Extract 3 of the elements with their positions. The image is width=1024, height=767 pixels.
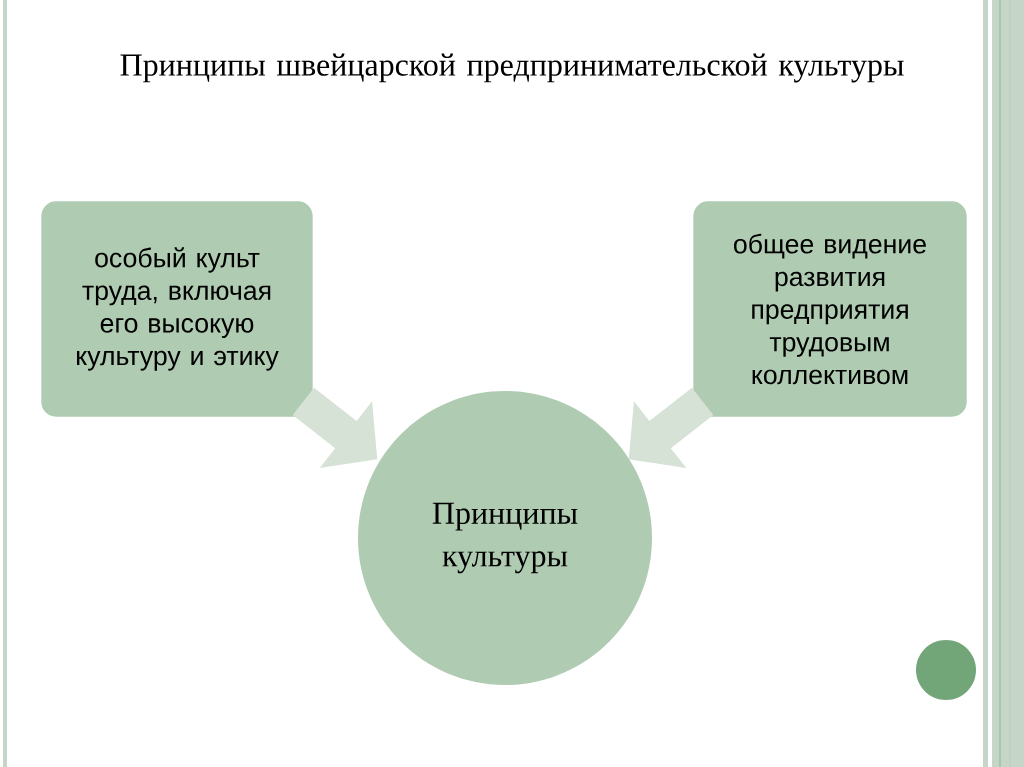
text-box: особый культ труда, включая его высокую культуру и этику	[38, 198, 316, 420]
text-box: общее видение развития предприятия трудовым коллективом	[690, 198, 970, 420]
title: Принципы швейцарской предпринимательской культуры	[120, 53, 904, 83]
